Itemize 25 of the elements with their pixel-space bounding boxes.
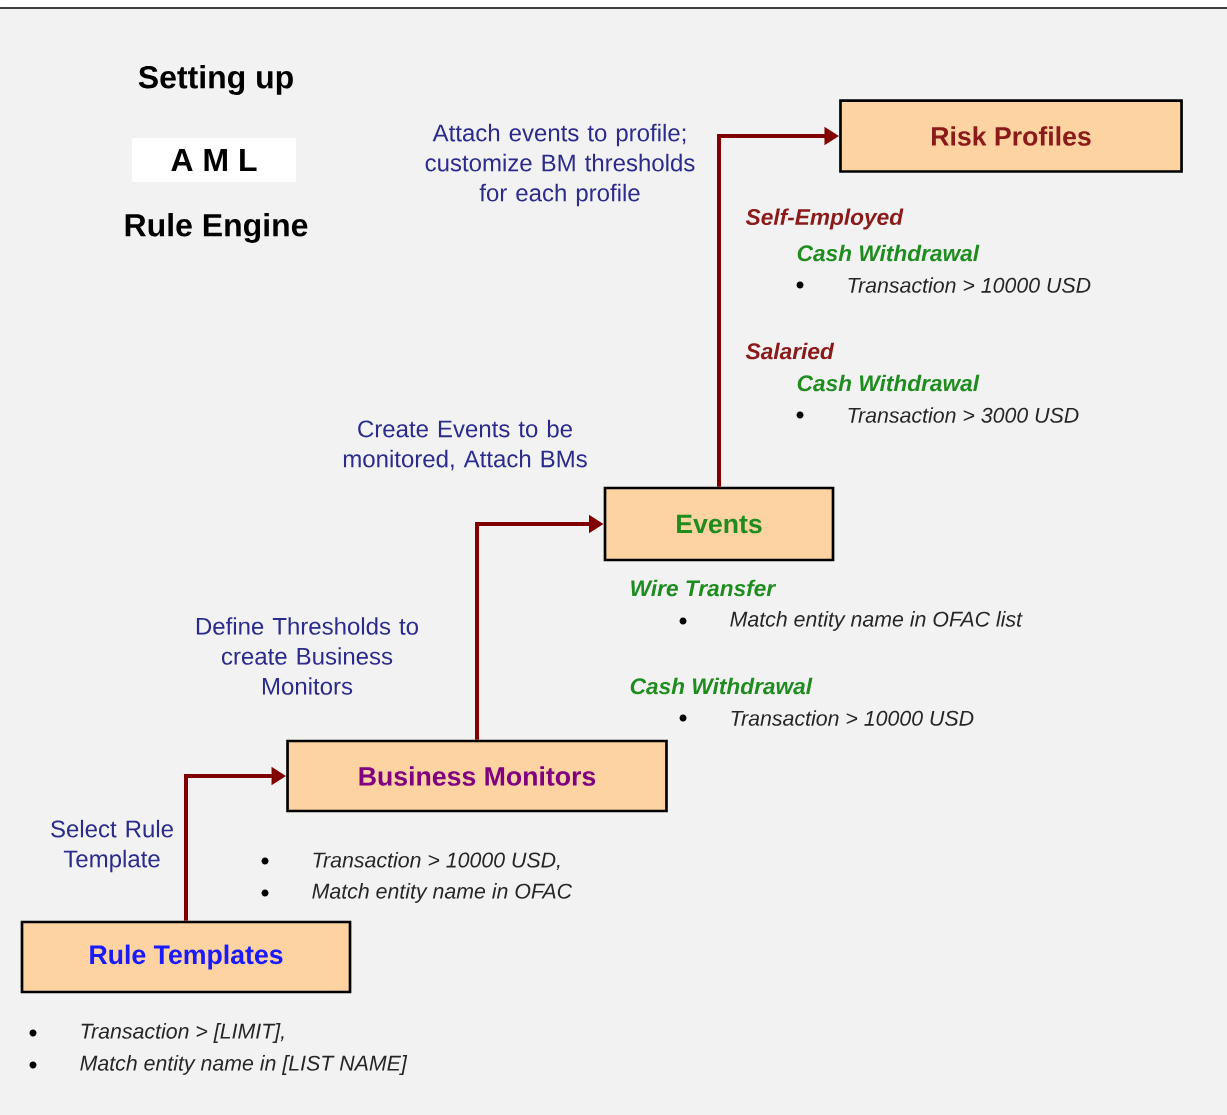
bullet-item: Match entity name in [LIST NAME]: [29, 1055, 408, 1075]
process-box: Business Monitors: [286, 739, 668, 813]
step-label: Select Rule Template: [51, 819, 173, 873]
title-text: Setting up: [138, 65, 293, 95]
event-heading: Cash Withdrawal: [797, 244, 980, 262]
bullet-item: Match entity name in OFAC: [261, 883, 573, 903]
bullet-item: Transaction > 10000 USD: [796, 277, 1091, 293]
step-label: Create Events to be monitored, Attach BMs: [343, 419, 587, 471]
process-box: Events: [603, 486, 835, 562]
process-box: Risk Profiles: [839, 99, 1183, 173]
title-box: A M L: [132, 138, 296, 182]
group-heading: Salaried: [745, 342, 835, 360]
group-heading: Self-Employed: [745, 208, 904, 230]
bullet-item: Transaction > 3000 USD: [796, 407, 1079, 423]
bullet-item: Transaction > 10000 USD: [679, 710, 974, 726]
step-label: Define Thresholds to create Business Monitors: [196, 617, 418, 695]
event-heading: Wire Transfer: [631, 579, 777, 597]
bullet-item: Match entity name in OFAC list: [679, 611, 1023, 631]
process-box: Rule Templates: [20, 920, 352, 994]
title-text: Rule Engine: [125, 213, 308, 243]
bullet-item: Transaction > 10000 USD,: [261, 851, 560, 871]
event-heading: Cash Withdrawal: [797, 374, 980, 392]
bullet-item: Transaction > [LIMIT],: [29, 1023, 284, 1043]
event-heading: Cash Withdrawal: [630, 677, 813, 695]
step-label: Attach events to profile; customize BM thresholds for each profile: [425, 123, 695, 207]
